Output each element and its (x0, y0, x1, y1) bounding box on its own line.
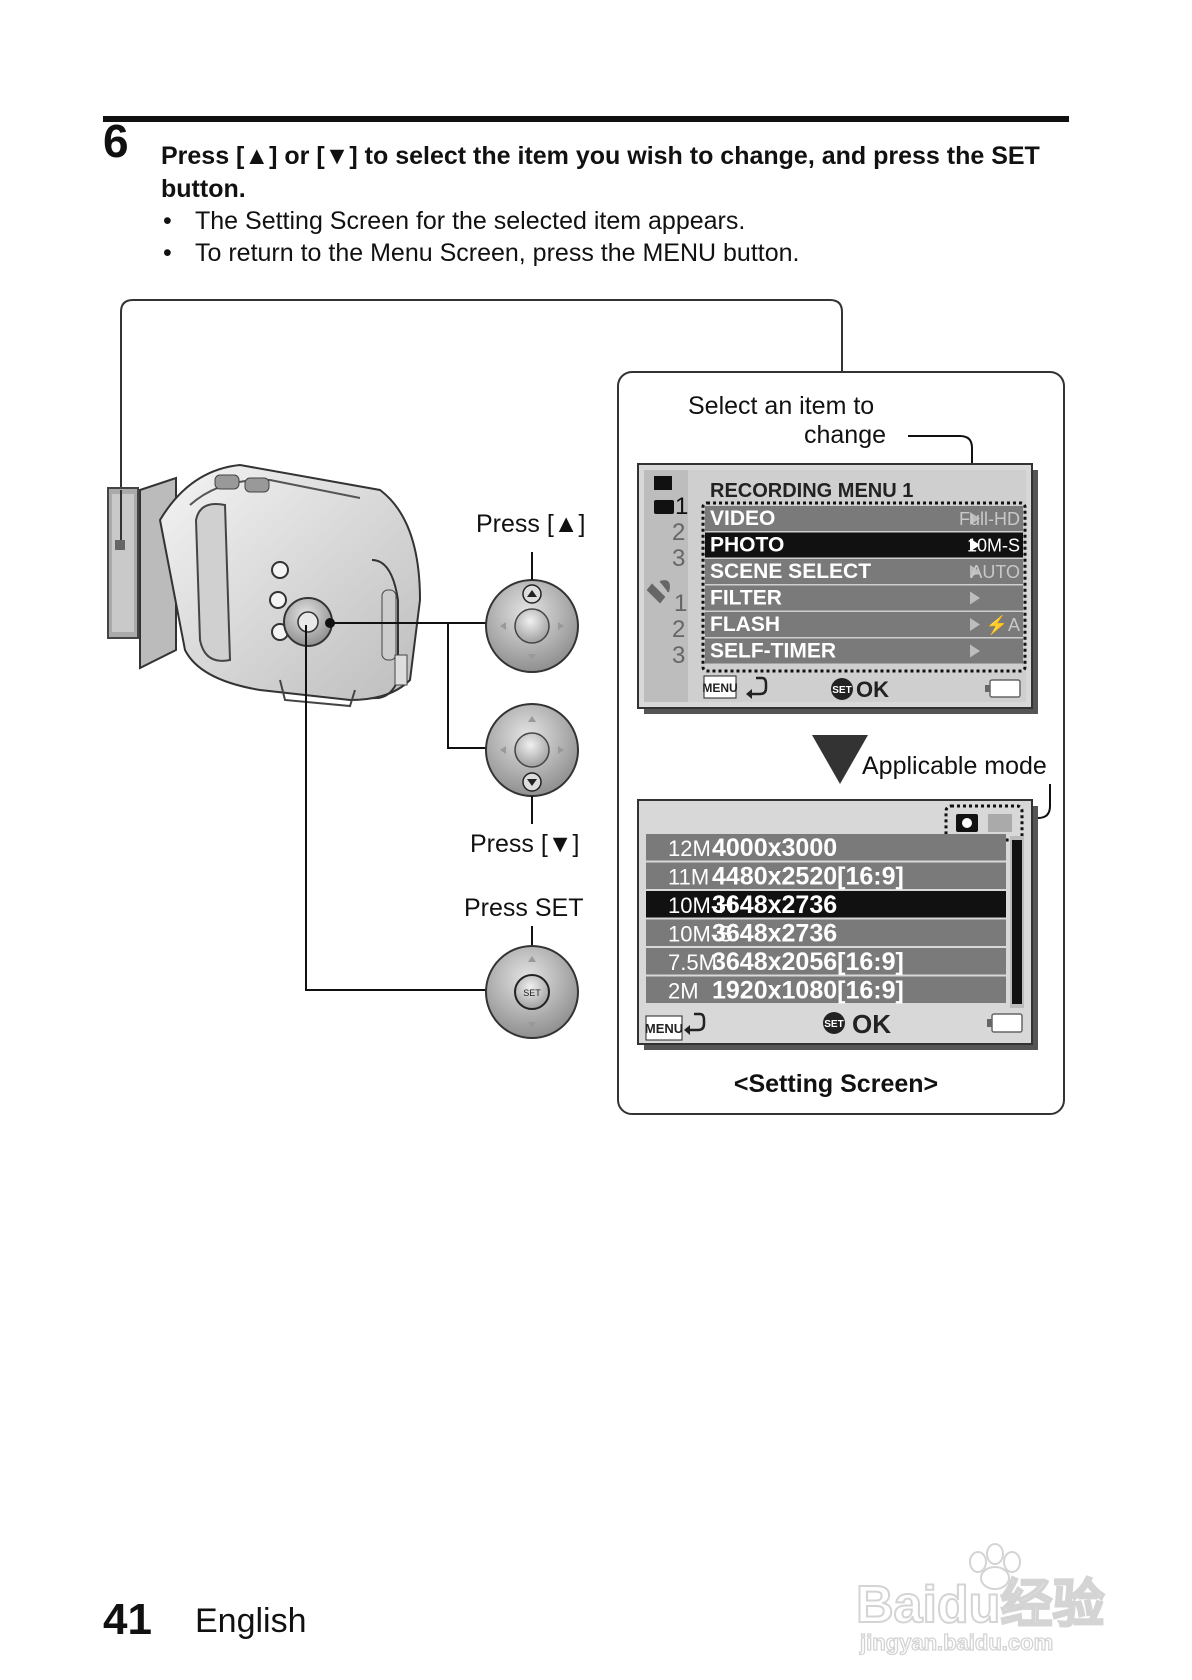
dpad-up-illustration (485, 552, 579, 673)
menu-item-label: FILTER (710, 587, 782, 610)
scrollbar-thumb[interactable] (1012, 840, 1022, 1004)
down-arrow-icon (812, 735, 868, 784)
return-icon (686, 1012, 706, 1032)
menu-item-value: AUTO (970, 562, 1020, 582)
set-key-label: SET (824, 1019, 843, 1030)
menu-tab[interactable]: 3 (672, 545, 685, 572)
menu-title: RECORDING MENU 1 (710, 480, 913, 502)
menu-item-label: VIDEO (710, 507, 775, 530)
image-size-icon: 12M (668, 836, 711, 861)
set-key-label: SET (832, 685, 851, 696)
ok-label: OK (856, 677, 889, 702)
image-size-icon: 7.5M (668, 950, 717, 975)
submenu-arrow-icon (970, 644, 980, 658)
image-size-icon: 2M (668, 979, 699, 1004)
resolution-label: 3648x2736 (712, 891, 837, 919)
battery-icon (991, 1013, 1023, 1033)
step-instruction: Press [▲] or [▼] to select the item you … (161, 142, 1040, 203)
set-key-label: SET (523, 988, 541, 998)
return-icon (748, 676, 768, 696)
watermark-url: jingyan.baidu.com (859, 1630, 1053, 1655)
baidu-watermark: Baidu经验 jingyan.baidu.com (855, 1543, 1105, 1656)
menu-item[interactable]: SELF-TIMER (705, 638, 1023, 664)
step-number: 6 (103, 115, 129, 167)
video-mode-icon (988, 814, 1012, 832)
menu-item[interactable]: FLASH ⚡A (705, 612, 1023, 637)
press-up-label: Press [▲] (476, 510, 586, 538)
menu-key-icon (645, 1015, 683, 1041)
video-mode-icon (654, 476, 672, 490)
battery-icon (989, 679, 1021, 698)
page-number: 41 (103, 1595, 152, 1644)
menu-item-value: 10M-S (967, 536, 1020, 556)
submenu-arrow-icon (970, 618, 980, 631)
wrench-icon (646, 580, 670, 604)
recording-menu-screen: RECORDING MENU 1 1 2 3 1 2 3 VIDEO Full-H… (637, 463, 1038, 714)
watermark-brand: Baidu经验 (856, 1576, 1104, 1634)
camera-mode-icon (654, 500, 674, 514)
set-key-icon (823, 1012, 845, 1034)
top-rule (103, 116, 1069, 122)
image-size-icon: 11M (668, 865, 709, 890)
menu-item[interactable]: PHOTO 10M-S (705, 532, 1023, 558)
bullet-item: •The Setting Screen for the selected ite… (163, 207, 746, 235)
menu-key-label: MENU (702, 681, 737, 695)
dpad-down-illustration (485, 703, 579, 824)
menu-list: VIDEO Full-HD PHOTO 10M-S SCENE SELECT AUTO FI… (705, 506, 1023, 664)
ok-label: OK (852, 1009, 891, 1039)
press-down-label: Press [▼] (470, 830, 580, 858)
resolution-label: 3648x2736 (712, 920, 837, 948)
callout-applicable-mode: Applicable mode (862, 752, 1047, 780)
menu-key-icon (703, 675, 737, 699)
menu-item-value: ⚡A (986, 614, 1020, 636)
setting-option[interactable]: 2M 1920x1080[16:9] (646, 976, 1006, 1005)
connector-frame (120, 299, 843, 490)
image-size-icon: 10M-S (668, 922, 733, 947)
menu-item[interactable]: FILTER (705, 585, 1023, 611)
resolution-label: 3648x2056[16:9] (712, 948, 904, 976)
menu-item-label: SELF-TIMER (710, 640, 836, 663)
menu-item[interactable]: SCENE SELECT AUTO (705, 559, 1023, 584)
resolution-label: 4000x3000 (712, 834, 837, 862)
setting-screen-caption: <Setting Screen> (734, 1070, 938, 1098)
set-key-icon (831, 678, 853, 700)
menu-item[interactable]: VIDEO Full-HD (705, 506, 1023, 531)
callout-select-line1: Select an item to (688, 392, 874, 420)
paw-logo-icon (969, 1543, 1021, 1590)
resolution-label: 1920x1080[16:9] (712, 977, 904, 1005)
resolution-label: 4480x2520[16:9] (712, 863, 904, 891)
submenu-arrow-icon (970, 565, 980, 578)
menu-tab[interactable]: 1 (675, 493, 688, 520)
menu-tab[interactable]: 2 (672, 519, 685, 546)
menu-tab[interactable]: 2 (672, 616, 685, 643)
dpad-set-illustration: SET (485, 945, 579, 1039)
image-size-icon: 10M-H (668, 893, 734, 918)
menu-tabs: 1 2 3 1 2 3 (646, 476, 688, 669)
bullet-text: The Setting Screen for the selected item… (195, 207, 746, 235)
menu-tab[interactable]: 1 (674, 590, 687, 617)
menu-item-label: SCENE SELECT (710, 560, 871, 583)
submenu-arrow-icon (970, 538, 980, 552)
press-set-label: Press SET (464, 894, 583, 922)
menu-item-label: PHOTO (710, 534, 784, 557)
menu-item-label: FLASH (710, 613, 780, 636)
menu-item-value: Full-HD (959, 509, 1020, 529)
menu-key-label: MENU (645, 1021, 683, 1036)
callout-select-line2: change (804, 421, 886, 449)
submenu-arrow-icon (970, 591, 980, 605)
bullet-item: •To return to the Menu Screen, press the… (163, 239, 800, 267)
camcorder-illustration (107, 463, 422, 708)
bullet-text: To return to the Menu Screen, press the … (195, 239, 800, 267)
submenu-arrow-icon (970, 512, 980, 525)
page-language: English (195, 1602, 307, 1640)
menu-tab[interactable]: 3 (672, 642, 685, 669)
